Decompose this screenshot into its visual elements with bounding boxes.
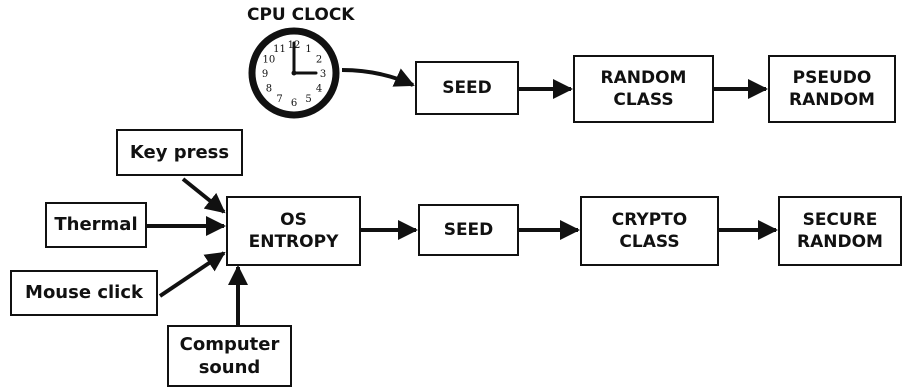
cpu-clock-caption: CPU CLOCK (247, 5, 355, 25)
clock-numeral: 2 (316, 55, 322, 66)
pseudo-random-box: PSEUDO RANDOM (768, 55, 896, 123)
crypto-class-box: CRYPTO CLASS (580, 196, 719, 266)
arrow-mouse-click-to-os-entropy (158, 251, 226, 298)
clock-icon: 121234567891011 (248, 27, 340, 119)
secure-random-box: SECURE RANDOM (778, 196, 902, 266)
mouse-click-box: Mouse click (10, 270, 158, 316)
clock-numeral: 9 (262, 69, 268, 80)
os-entropy-box: OS ENTROPY (226, 196, 361, 266)
clock-numeral: 11 (273, 44, 286, 55)
thermal-box: Thermal (45, 202, 147, 248)
clock-numeral: 1 (305, 44, 311, 55)
computer-sound-box: Computer sound (167, 325, 292, 387)
clock-numeral: 6 (291, 98, 297, 109)
clock-numeral: 10 (263, 55, 276, 66)
random-class-box: RANDOM CLASS (573, 55, 714, 123)
clock-numeral: 8 (266, 84, 272, 95)
key-press-box: Key press (116, 129, 243, 176)
clock-numeral: 3 (320, 69, 326, 80)
arrow-clock-to-seed (341, 68, 415, 87)
clock-numeral: 7 (276, 94, 282, 105)
clock-numeral: 5 (305, 94, 311, 105)
seed-box-top: SEED (415, 61, 519, 115)
arrow-key-press-to-os-entropy (181, 177, 226, 214)
seed-box-bottom: SEED (418, 204, 519, 256)
clock-numeral: 4 (316, 84, 322, 95)
